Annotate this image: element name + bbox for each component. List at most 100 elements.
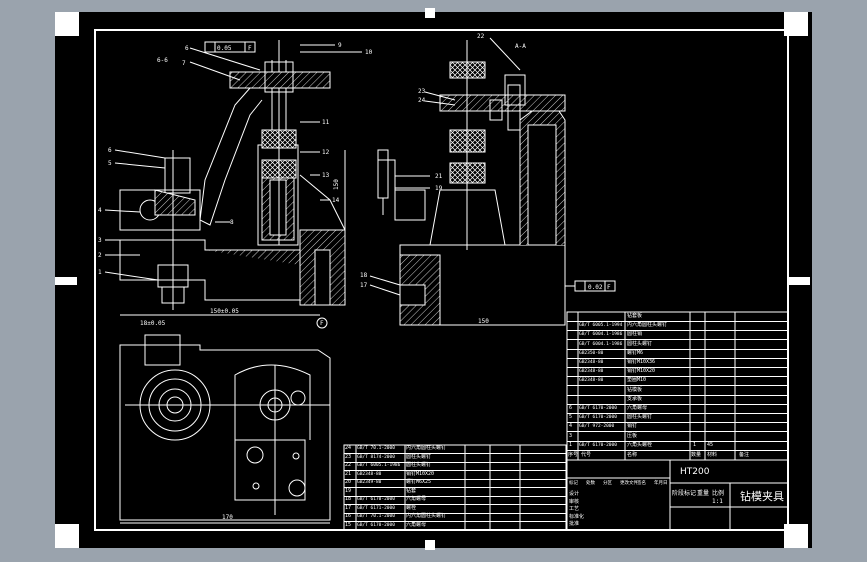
bom-no: 1 (569, 441, 573, 448)
svg-text:6: 6 (185, 45, 189, 52)
svg-text:3: 3 (98, 237, 102, 244)
bom-mat: 45 (707, 441, 714, 448)
bom-no (569, 367, 579, 376)
title-row-cell: 更改文件号 (620, 481, 637, 486)
bom-qty: 1 (693, 441, 697, 448)
bom-name: 钻模板 (627, 386, 643, 393)
svg-text:11: 11 (322, 119, 330, 126)
svg-text:150±0.05: 150±0.05 (210, 308, 239, 315)
bom-upper-row: 1 GB/T 6170-2000 六角头螺栓 1 45 (567, 441, 788, 451)
bom-name: 销钉 (627, 423, 638, 430)
bom-code: GB2348-80 (579, 360, 604, 365)
svg-text:6-6: 6-6 (157, 57, 168, 64)
svg-text:0.05: 0.05 (217, 45, 232, 52)
svg-text:22: 22 (477, 33, 485, 40)
svg-text:14: 14 (332, 197, 340, 204)
bom-name: 六角头螺栓 (627, 441, 653, 448)
bom-no: 17 (345, 504, 352, 511)
bom-code: GB/T 6170-2000 (579, 442, 617, 448)
bom-header-cell: 材料 (707, 452, 718, 458)
bom-name: 内六角圆柱头螺钉 (406, 445, 447, 451)
bom-no (569, 321, 579, 330)
bom-code: GB/T 6170-2000 (579, 406, 617, 411)
bom-no (569, 386, 579, 395)
bom-code: GB/T 6170-2000 (357, 497, 395, 502)
bom-lower-row: 21 GB2348-80 销钉M10X20 (344, 471, 566, 480)
svg-text:9: 9 (338, 42, 342, 49)
svg-text:F: F (320, 320, 324, 327)
svg-text:18±0.05: 18±0.05 (140, 320, 166, 327)
title-signature-labels: 设计审核工艺标准化批准 (569, 490, 669, 528)
bom-no: 22 (345, 462, 352, 468)
bom-no: 18 (345, 496, 352, 502)
bom-header-cell: 名称 (627, 452, 638, 458)
title-row-cell: 分区 (603, 481, 612, 486)
bom-upper-row: 钻套板 (567, 312, 788, 322)
bom-no (569, 358, 579, 367)
bom-code (579, 386, 625, 395)
bom-code: GB2348-80 (579, 369, 604, 375)
bom-code: GB2348-80 (357, 471, 382, 477)
corner-marks (55, 8, 810, 550)
bom-name: 六角螺母 (406, 521, 427, 528)
bom-code (579, 312, 625, 321)
bom-no: 15 (345, 521, 352, 528)
title-label-cell: 标准化 (569, 513, 585, 520)
svg-text:13: 13 (322, 172, 330, 179)
tolerance-frame-vertical (377, 149, 389, 215)
bom-code: GB/T 6005.1-1986 (357, 463, 401, 468)
bom-no (569, 340, 579, 349)
bom-no: 16 (345, 513, 352, 519)
bom-no: 24 (345, 445, 352, 451)
bom-header-cell: 备注 (739, 452, 750, 458)
svg-text:170: 170 (222, 514, 233, 521)
bom-name: 螺钉M6X25 (406, 479, 432, 485)
bom-name: 六角螺母 (627, 405, 648, 411)
svg-text:150: 150 (333, 179, 340, 190)
bom-code: GB/T 70.1-2000 (357, 514, 395, 519)
title-label-cell: 审核 (569, 498, 580, 505)
svg-text:4: 4 (98, 207, 102, 214)
bom-header-cell: 序号 (568, 452, 579, 458)
bom-code (579, 395, 625, 404)
front-callouts: 6 7 6-6 6 5 4 3 2 1 8 9 10 11 12 13 14 (98, 42, 373, 281)
bom-name: 圆柱头螺钉 (627, 340, 653, 347)
svg-text:1: 1 (98, 269, 102, 276)
tolerance-frame-top: 0.05 F (204, 41, 256, 53)
title-row-cell: 标记 (569, 481, 578, 486)
bom-no: 21 (345, 470, 352, 477)
bom-code: GB/T 8174-2000 (357, 454, 395, 460)
bom-name: 螺钉M6 (627, 349, 644, 356)
bom-no (569, 376, 579, 385)
title-label-cell: 批准 (569, 521, 580, 527)
bom-code: GB/T 6170-2000 (579, 415, 617, 421)
title-row-cell: 签名 (637, 481, 646, 486)
bom-no (569, 312, 579, 321)
bom-name: 销钉M10X20 (406, 470, 435, 477)
svg-text:F: F (248, 45, 252, 52)
bom-upper-row: 支承板 (567, 395, 788, 405)
bom-name: 支承板 (627, 395, 643, 402)
bom-name: 垫圈M10 (627, 377, 647, 384)
bom-no: 19 (345, 487, 352, 494)
bom-name: 圆柱销 (627, 331, 643, 338)
bom-no: 5 (569, 414, 573, 421)
bom-code: GB/T 6170-2000 (357, 522, 395, 528)
bom-name: 螺栓 (406, 504, 417, 511)
